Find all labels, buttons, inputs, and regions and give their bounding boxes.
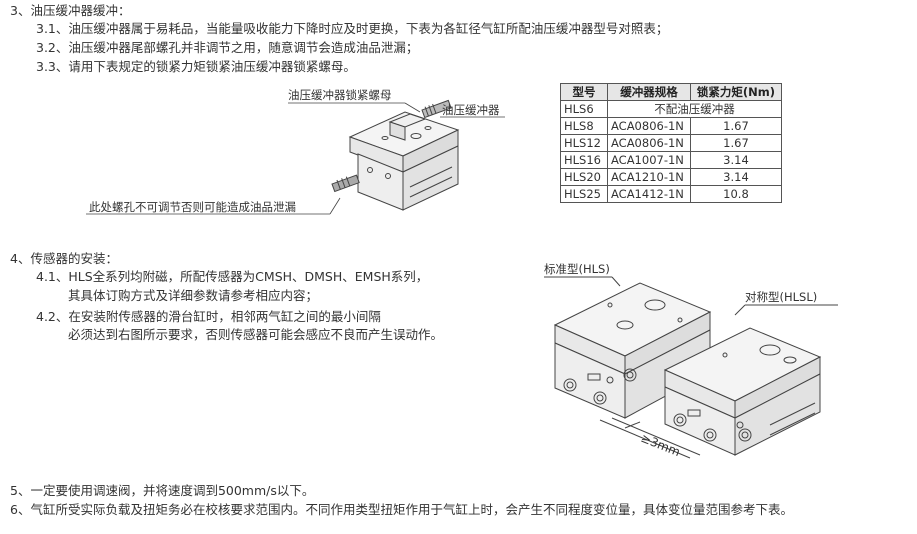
section4-item1-b: 其具体订购方式及详细参数请参考相应内容； <box>68 288 319 303</box>
header-spec: 缓冲器规格 <box>607 83 691 101</box>
callout-buffer: 油压缓冲器 <box>442 103 500 117</box>
callout-screw-hole: 此处螺孔不可调节否则可能造成油品泄漏 <box>89 200 296 214</box>
section3-item2: 3.2、油压缓冲器尾部螺孔并非调节之用，随意调节会造成油品泄漏； <box>36 40 419 55</box>
cell-spec: ACA1210-1N <box>607 168 691 186</box>
section6-text: 6、气缸所受实际负载及扭矩务必在校核要求范围内。不同作用类型扭矩作用于气缸上时，… <box>10 502 793 517</box>
section4-item2-a: 4.2、在安装附传感器的滑台缸时，相邻两气缸之间的最小间隔 <box>36 309 381 324</box>
slide-cylinder-figure <box>331 99 460 211</box>
section4-item1-a: 4.1、HLS全系列均附磁，所配传感器为CMSH、DMSH、EMSH系列， <box>36 269 429 284</box>
header-torque: 锁紧力矩(Nm) <box>689 83 783 101</box>
section3-item3: 3.3、请用下表规定的锁紧力矩锁紧油压缓冲器锁紧螺母。 <box>36 59 356 74</box>
section5-text: 5、一定要使用调速阀，并将速度调到500mm/s以下。 <box>10 483 315 498</box>
cell-model: HLS16 <box>560 151 608 169</box>
table-row: HLS8 ACA0806-1N 1.67 <box>560 117 783 135</box>
table-row: HLS12 ACA0806-1N 1.67 <box>560 134 783 152</box>
cell-torque: 1.67 <box>689 134 783 152</box>
section3-heading: 3、油压缓冲器缓冲： <box>10 3 131 18</box>
section3-item1: 3.1、油压缓冲器属于易耗品，当能量吸收能力下降时应及时更换，下表为各缸径气缸所… <box>36 21 669 36</box>
table-row: HLS25 ACA1412-1N 10.8 <box>560 185 783 203</box>
buffer-spec-table: 型号 缓冲器规格 锁紧力矩(Nm) HLS6 不配油压缓冲器 HLS8 ACA0… <box>560 83 783 203</box>
header-model: 型号 <box>560 83 608 101</box>
callout-lock-nut: 油压缓冲器锁紧螺母 <box>288 88 392 102</box>
table-row: HLS20 ACA1210-1N 3.14 <box>560 168 783 186</box>
cell-model: HLS25 <box>560 185 608 203</box>
cell-model: HLS20 <box>560 168 608 186</box>
section4-item2-b: 必须达到右图所示要求，否则传感器可能会感应不良而产生误动作。 <box>68 327 444 342</box>
cell-torque: 10.8 <box>689 185 783 203</box>
section4-heading: 4、传感器的安装： <box>10 251 118 266</box>
table-header-row: 型号 缓冲器规格 锁紧力矩(Nm) <box>560 83 783 101</box>
label-standard-type: 标准型(HLS) <box>544 262 610 276</box>
label-symmetric-type: 对称型(HLSL) <box>745 290 818 304</box>
cell-model: HLS12 <box>560 134 608 152</box>
cell-torque: 1.67 <box>689 117 783 135</box>
